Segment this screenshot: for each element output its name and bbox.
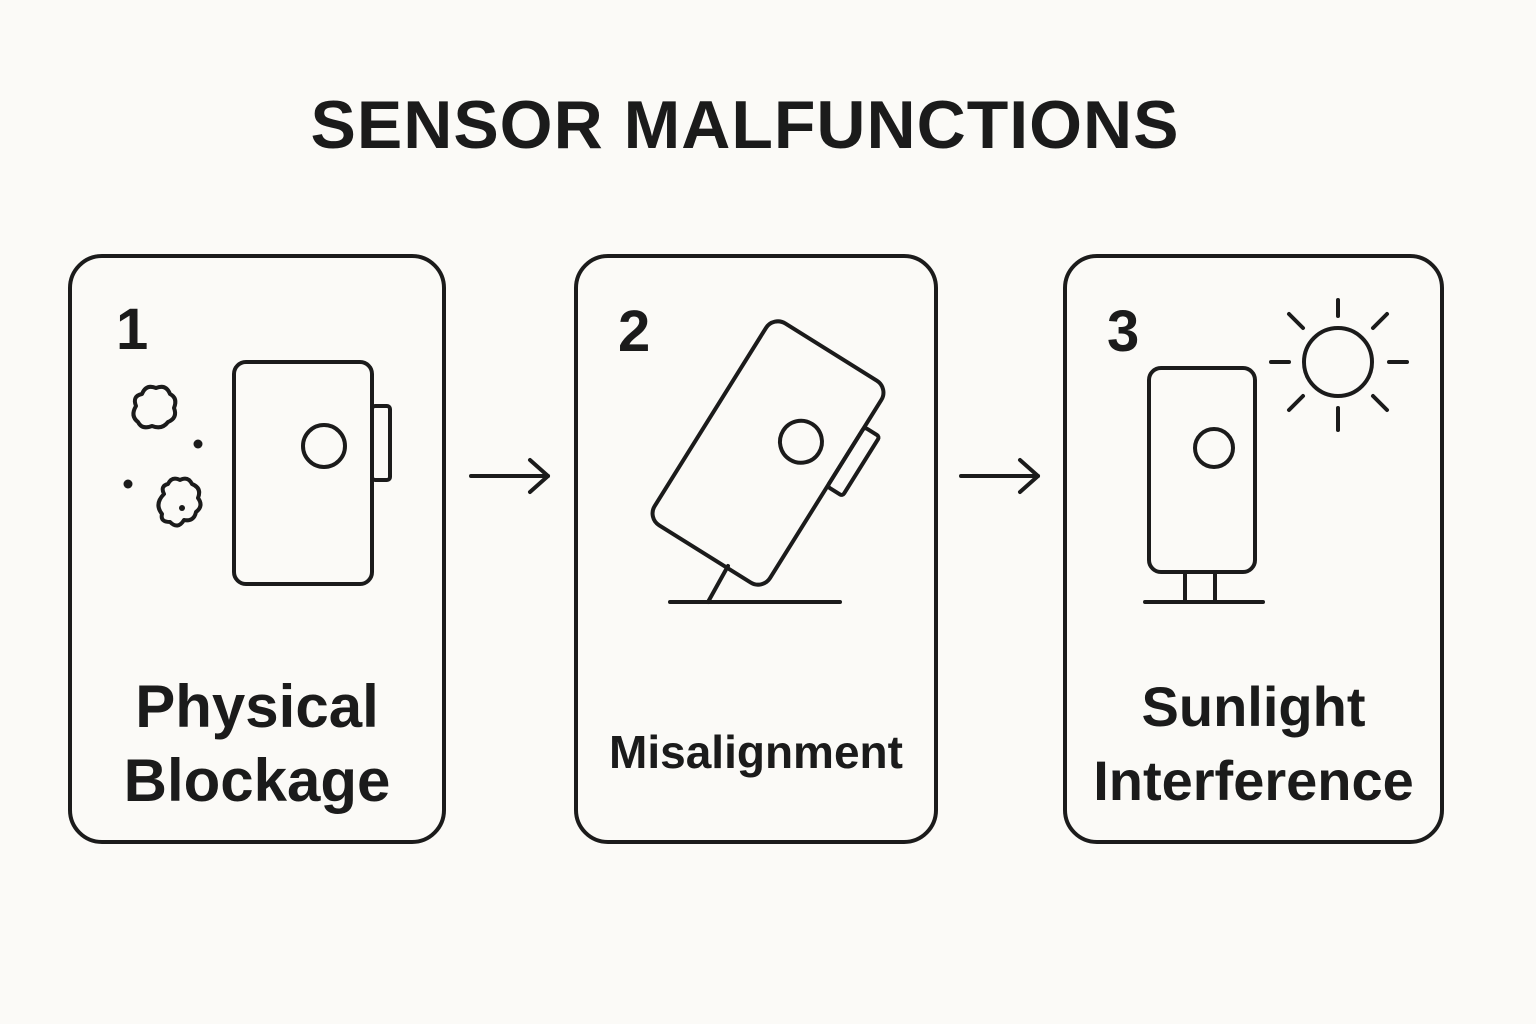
sensor-stand [706,564,730,604]
step-number: 2 [618,299,651,364]
step-label: Misalignment [609,726,903,778]
sensor-tab [370,404,392,482]
step-card-misalignment: 2 Misalignment [574,254,938,844]
step-label: Sunlight Interference [1093,675,1414,812]
debris-blob [131,384,178,430]
sensor-body [650,319,886,587]
arrow-right-icon [959,458,1040,494]
debris-dot [193,439,203,449]
step-card-physical-blockage: 1 Physical Blockage [68,254,446,844]
debris-dot [123,479,133,489]
blocked-sensor-icon [123,360,392,586]
tilted-sensor-icon [650,319,886,604]
arrow-right-icon [469,458,550,494]
sensor-body [232,360,374,586]
step-card-sunlight-interference: 3 Sunlight Interference [1063,254,1444,844]
sunlit-sensor-icon [1143,298,1409,604]
step-number: 3 [1107,299,1140,364]
sensor-lens [301,423,347,469]
debris-blob [156,476,203,528]
sensor-tab [826,426,881,497]
sensor-body [1147,366,1257,574]
debris-dot [179,505,185,511]
sensor-lens [777,418,824,465]
step-label: Physical Blockage [123,673,391,814]
diagram-title: SENSOR MALFUNCTIONS [310,87,1180,163]
step-number: 1 [116,297,149,362]
sensor-lens [1193,427,1235,469]
sun-icon [1269,298,1409,432]
